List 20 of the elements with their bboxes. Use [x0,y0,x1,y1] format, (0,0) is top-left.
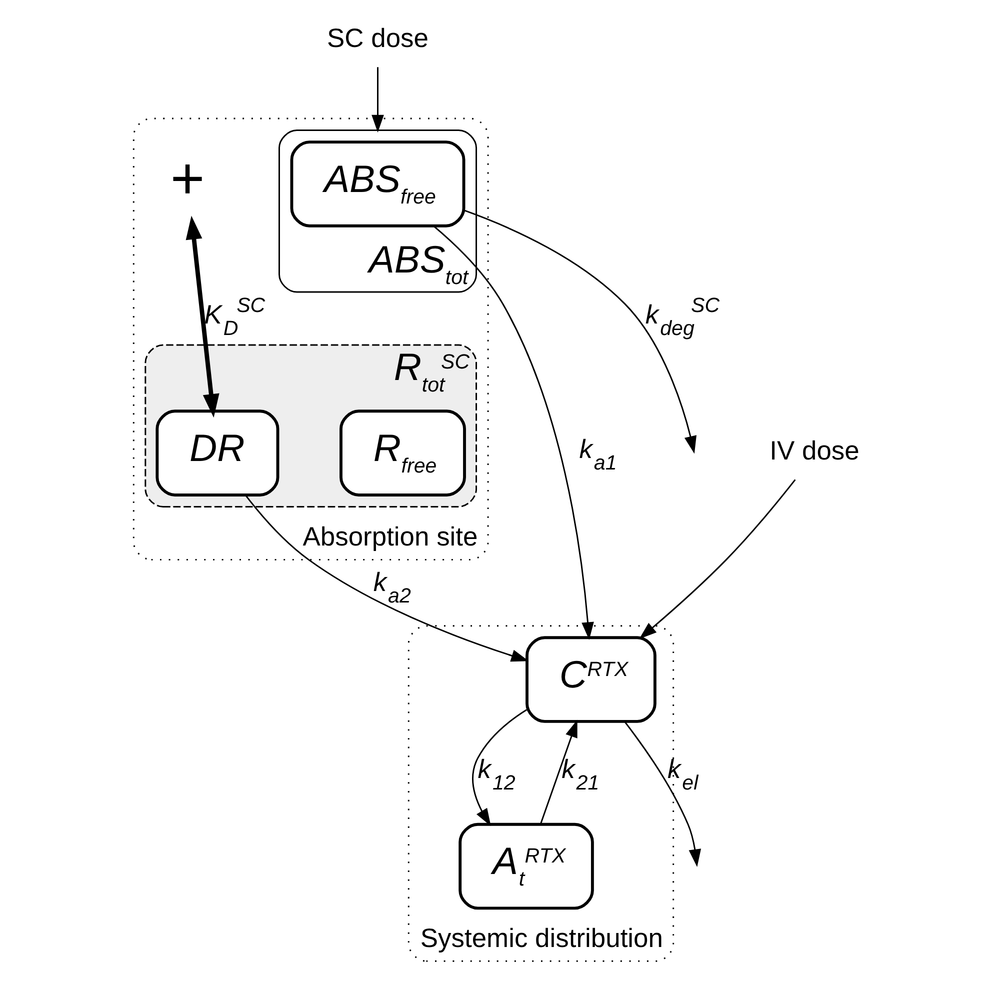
node-text: + [170,146,204,212]
arrow [638,479,796,640]
arrow [624,721,701,867]
node-box: R$_{free}$ [339,410,466,496]
arrow [539,720,577,824]
arrow [463,210,696,454]
node-box: DR [155,410,279,496]
node-box: C$^{RTX}$ [525,636,656,723]
edge-label: k$_{12}$ [477,754,515,794]
arrow [244,494,528,662]
node-box: ABS$_{free}$ [290,140,465,228]
arrow [371,67,384,132]
edge-label: k$_{21}$ [561,754,599,794]
node-text: SC dose [326,23,428,54]
arrow [432,225,594,640]
edge-label: k$_{a1}$ [578,434,616,475]
node-text: IV dose [769,436,859,466]
arrow [472,709,527,826]
edge-label: k$_{a2}$ [372,567,410,608]
arrow [185,216,219,418]
